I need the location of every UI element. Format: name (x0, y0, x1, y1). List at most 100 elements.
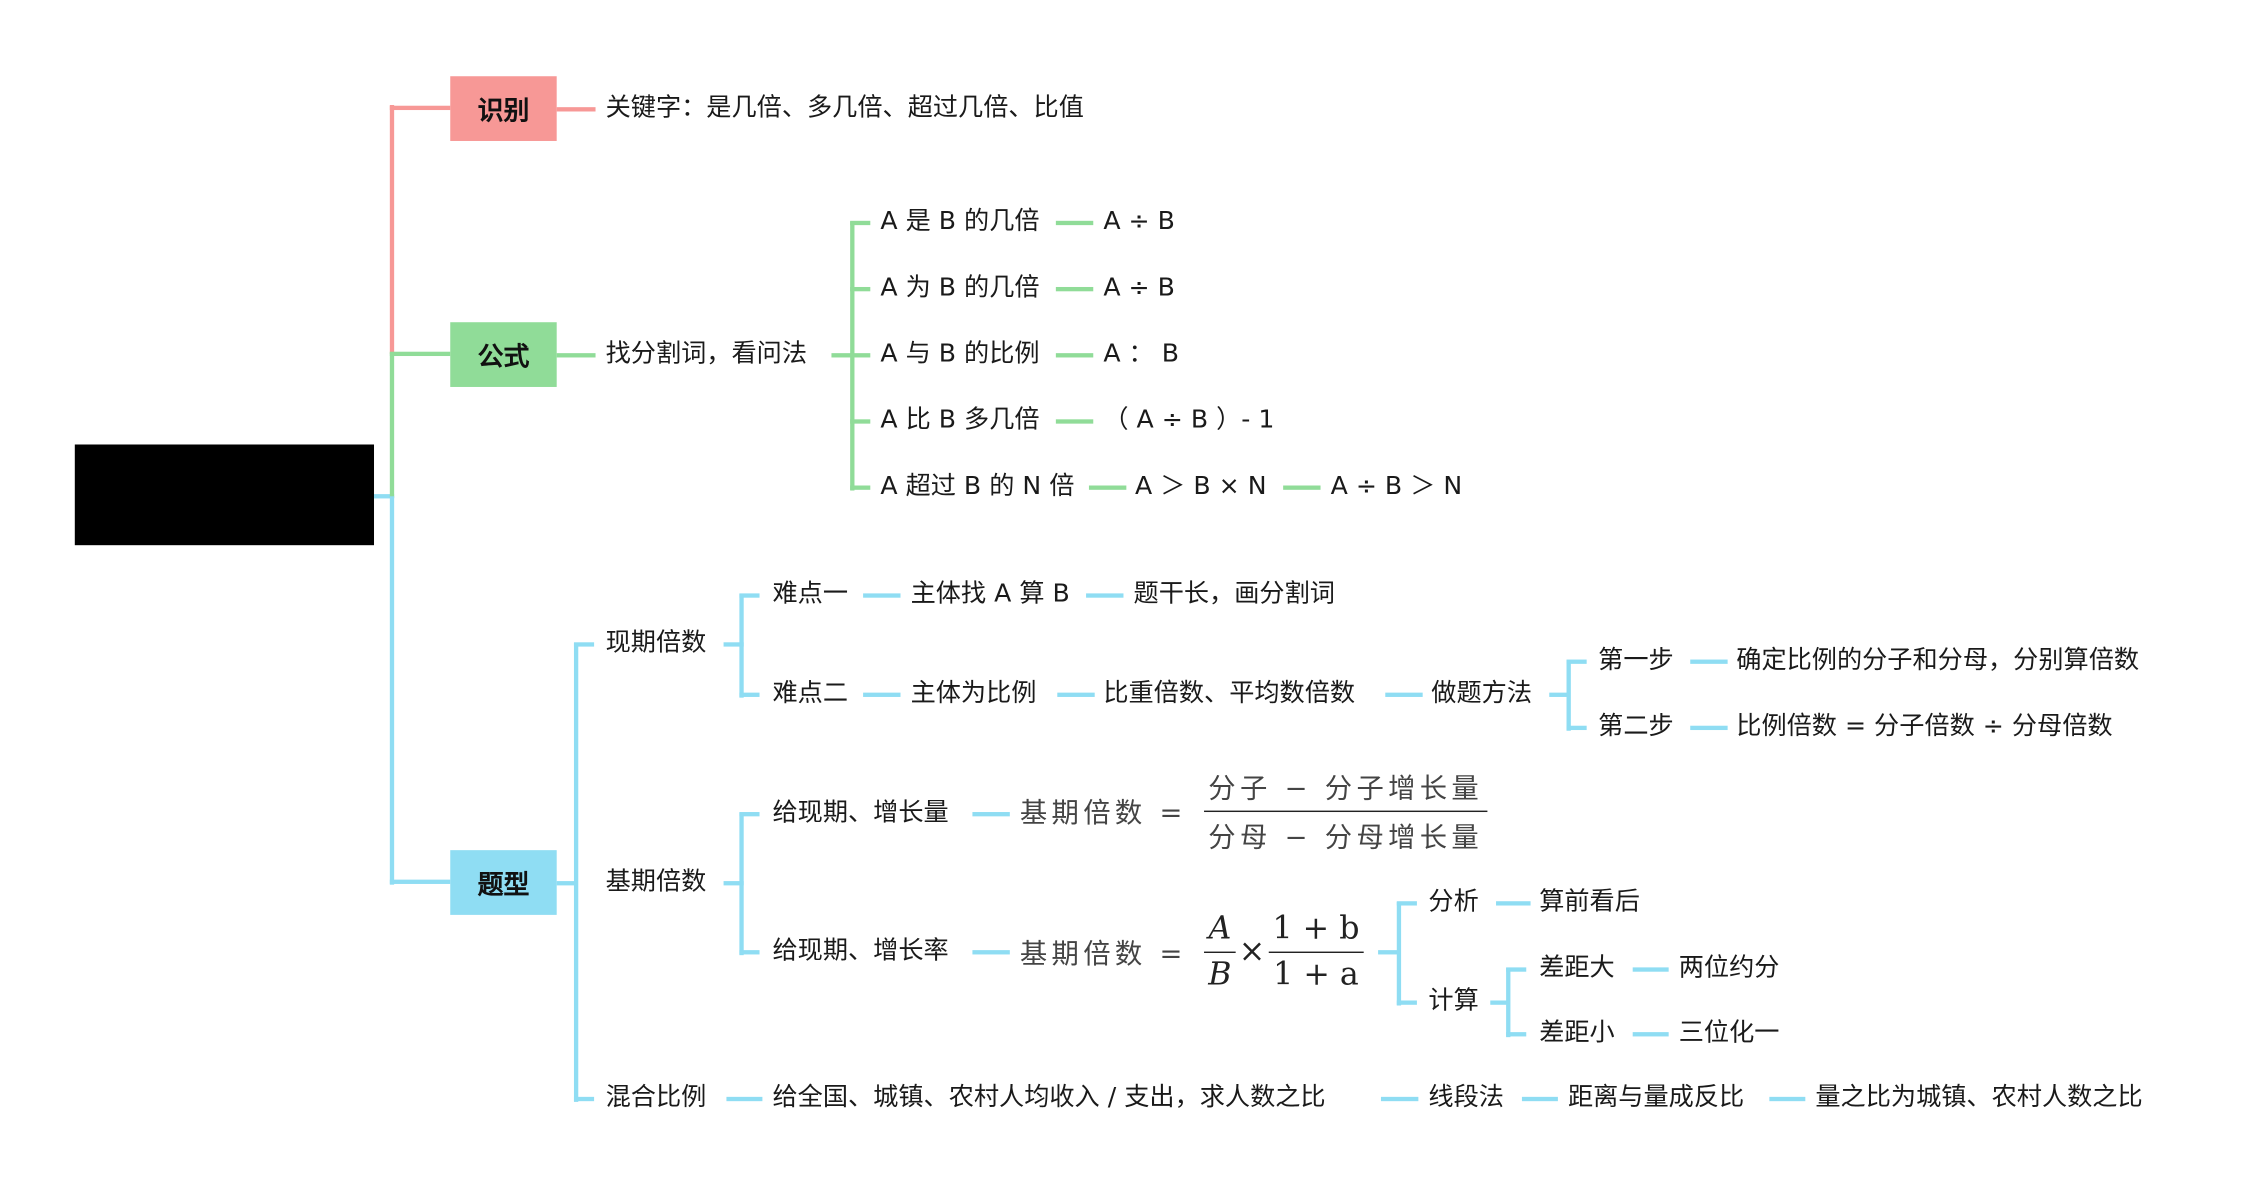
formula-phrase[interactable]: A 是 B 的几倍 (880, 207, 1040, 237)
fraction-denominator: B (1208, 957, 1232, 994)
fraction-numerator: A (1204, 911, 1236, 954)
fraction-numerator: 分子 − 分子增长量 (1203, 767, 1488, 813)
node[interactable]: 两位约分 (1678, 954, 1780, 983)
node[interactable]: 比例倍数 = 分子倍数 ÷ 分母倍数 (1736, 712, 2113, 742)
connector (1086, 593, 1124, 598)
node[interactable]: 距离与量成反比 (1567, 1083, 1745, 1113)
difficulty-2[interactable]: 难点二 (772, 679, 848, 709)
connector (1690, 659, 1728, 664)
formula-result[interactable]: A ＞ B × N (1134, 472, 1267, 501)
type-base[interactable]: 基期倍数 (605, 867, 707, 897)
branch-label: 识别 (477, 95, 530, 126)
connector (389, 105, 395, 354)
case-growth-amount[interactable]: 给现期、增长量 (772, 798, 949, 828)
connector (374, 494, 395, 499)
connector (739, 593, 760, 598)
connector (850, 353, 871, 358)
times-sign: × (1238, 934, 1266, 971)
formula-result[interactable]: （ A ÷ B ）- 1 (1103, 406, 1275, 435)
connector (389, 496, 395, 885)
connector (831, 353, 855, 358)
node[interactable]: 做题方法 (1431, 679, 1533, 709)
node[interactable]: 差距小 (1539, 1018, 1615, 1048)
branch-identify[interactable]: 识别 (450, 76, 557, 141)
branch-types[interactable]: 题型 (450, 850, 557, 915)
connector (1506, 967, 1527, 972)
connector (389, 879, 451, 884)
node[interactable]: 差距大 (1539, 954, 1615, 983)
connector (573, 642, 595, 647)
node[interactable]: 题干长，画分割词 (1133, 580, 1335, 609)
node[interactable]: 量之比为城镇、农村人数之比 (1815, 1083, 2143, 1113)
node[interactable]: 确定比例的分子和分母，分别算倍数 (1736, 646, 2140, 676)
type-current[interactable]: 现期倍数 (605, 628, 707, 658)
case-growth-rate[interactable]: 给现期、增长率 (772, 936, 949, 966)
connector (972, 812, 1010, 817)
connector (850, 286, 871, 292)
connector (556, 353, 596, 358)
identify-keywords[interactable]: 关键字：是几倍、多几倍、超过几倍、比值 (605, 93, 1084, 123)
connector (739, 950, 760, 955)
connector (726, 1096, 763, 1102)
connector (723, 642, 744, 647)
node[interactable]: 三位化一 (1678, 1018, 1780, 1048)
connector (1496, 901, 1531, 906)
branch-label: 公式 (477, 341, 530, 372)
formula-result[interactable]: A ÷ B (1103, 207, 1175, 237)
fraction-numerator: 1 + b (1268, 911, 1364, 954)
connector (1055, 220, 1094, 226)
connector (1055, 419, 1094, 424)
node[interactable]: 给全国、城镇、农村人均收入 / 支出，求人数之比 (772, 1083, 1326, 1113)
connector (1380, 1096, 1419, 1102)
calculation[interactable]: 计算 (1428, 987, 1479, 1016)
branch-label: 题型 (477, 869, 530, 900)
connector (863, 692, 901, 697)
connector (1055, 286, 1094, 292)
connector (1088, 485, 1127, 490)
formula-result[interactable]: A ： B (1103, 339, 1180, 369)
connector (1396, 1000, 1417, 1005)
connector (1396, 901, 1417, 906)
connector (1057, 692, 1095, 697)
formula-result[interactable]: A ÷ B (1103, 273, 1175, 303)
fraction-denominator: 分母 − 分母增长量 (1208, 822, 1484, 854)
connector (1506, 1032, 1527, 1037)
connector (1566, 725, 1587, 731)
node[interactable]: 算前看后 (1539, 887, 1640, 917)
connector (573, 1096, 595, 1102)
node[interactable]: 比重倍数、平均数倍数 (1103, 679, 1356, 709)
formula-phrase[interactable]: A 与 B 的比例 (880, 339, 1040, 369)
step-2[interactable]: 第二步 (1598, 712, 1674, 742)
formula-phrase[interactable]: A 超过 B 的 N 倍 (880, 472, 1075, 501)
connector (1566, 660, 1571, 731)
connector (1566, 659, 1587, 664)
connector (1769, 1096, 1806, 1102)
formula-growth-amount: 基期倍数 = 分子 − 分子增长量分母 − 分母增长量 (1020, 767, 1490, 855)
branch-formula[interactable]: 公式 (450, 322, 557, 387)
type-mixed[interactable]: 混合比例 (605, 1083, 707, 1113)
connector (1632, 967, 1669, 972)
connector (1632, 1032, 1669, 1037)
formula-lhs: 基期倍数 = (1019, 938, 1187, 971)
node[interactable]: 线段法 (1428, 1083, 1504, 1113)
node[interactable]: 主体为比例 (910, 679, 1037, 709)
root-node-redacted[interactable] (74, 444, 375, 546)
connector (739, 812, 744, 956)
node[interactable]: 主体找 A 算 B (910, 580, 1070, 609)
formula-phrase[interactable]: A 为 B 的几倍 (880, 273, 1040, 303)
analysis[interactable]: 分析 (1428, 887, 1479, 917)
formula-phrase[interactable]: A 比 B 多几倍 (880, 406, 1040, 435)
connector (1385, 692, 1423, 697)
connector (863, 593, 901, 598)
connector (1521, 1096, 1558, 1102)
connector (1506, 968, 1511, 1038)
formula-method[interactable]: 找分割词，看问法 (605, 339, 807, 369)
fraction-denominator: 1 + a (1273, 957, 1359, 994)
difficulty-1[interactable]: 难点一 (772, 580, 848, 609)
formula-result[interactable]: A ÷ B ＞ N (1330, 472, 1463, 501)
step-1[interactable]: 第一步 (1598, 646, 1674, 676)
connector (850, 220, 871, 226)
connector (1396, 901, 1402, 1006)
connector (389, 351, 451, 357)
